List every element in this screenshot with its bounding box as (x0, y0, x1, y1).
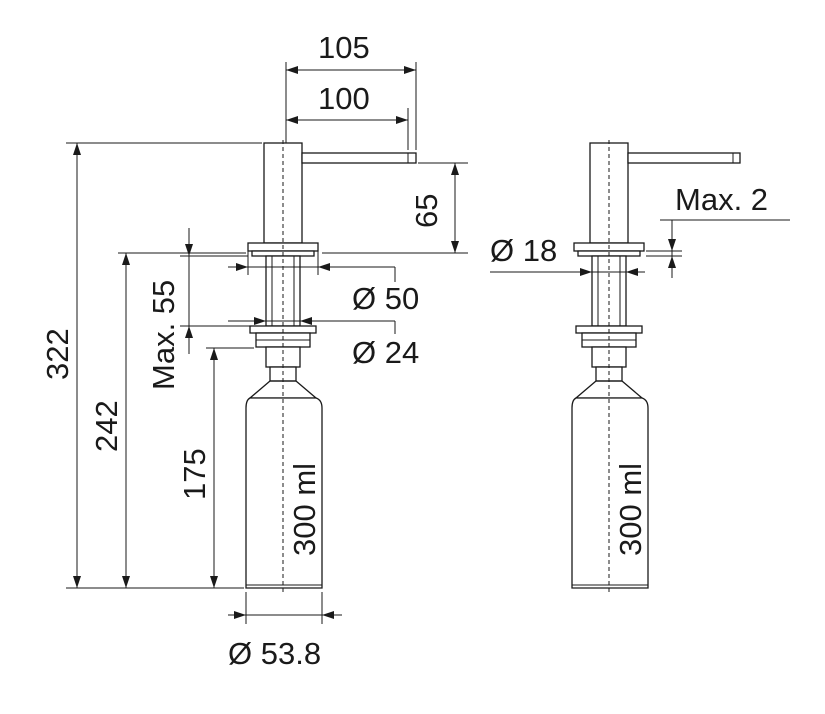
dim-dia-24: Ø 24 (352, 335, 419, 370)
dim-105: 105 (318, 30, 370, 65)
spout (301, 152, 417, 164)
dim-max-55: Max. 55 (146, 280, 181, 390)
dim-322: 322 (40, 328, 75, 380)
left-view: 300 ml (245, 140, 417, 592)
dim-65: 65 (409, 194, 444, 228)
dim-dia-18: Ø 18 (490, 233, 557, 268)
bottle-volume-right: 300 ml (613, 463, 648, 556)
dim-dia-50: Ø 50 (352, 281, 419, 316)
spout-right (627, 152, 741, 164)
dim-max-2: Max. 2 (675, 182, 768, 217)
dim-dia-53-8: Ø 53.8 (228, 636, 321, 671)
dim-242: 242 (89, 400, 124, 452)
dim-100: 100 (318, 81, 370, 116)
left-dimensions: 105 100 65 322 242 175 (40, 30, 468, 671)
bottle (245, 397, 323, 589)
right-dimensions: Max. 2 Ø 18 (490, 182, 790, 282)
bottle-right (571, 397, 649, 589)
dim-175: 175 (177, 448, 212, 500)
right-view: 300 ml (571, 140, 741, 592)
bottle-volume-left: 300 ml (287, 463, 322, 556)
